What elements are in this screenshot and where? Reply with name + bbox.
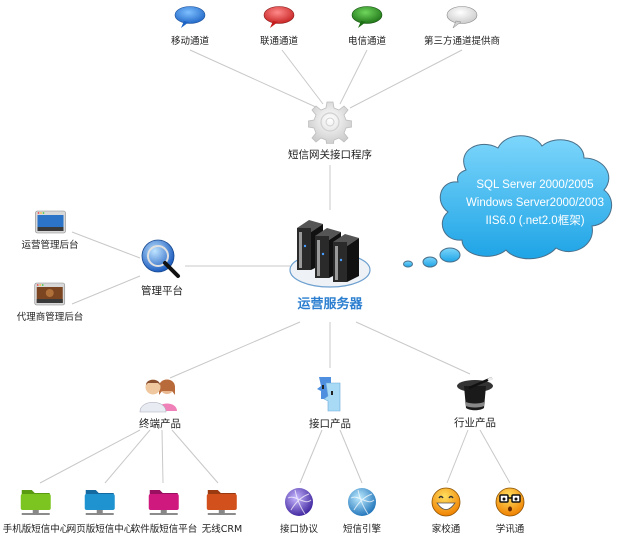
- channel-label: 电信通道: [347, 36, 387, 47]
- connector: [171, 429, 219, 484]
- node-agent-admin[interactable]: 代理商管理后台: [16, 282, 84, 323]
- connector: [446, 429, 469, 484]
- connector: [281, 49, 324, 105]
- cloud-line-iis: IIS6.0 (.net2.0框架): [485, 215, 585, 227]
- green-network-folder-icon: [20, 490, 51, 515]
- blue-window-icon: [34, 210, 66, 234]
- connector: [104, 429, 151, 484]
- connector: [355, 321, 471, 375]
- connector: [39, 429, 141, 484]
- interface-faces-icon: [317, 377, 341, 412]
- gray-speech-bubble-icon: [446, 6, 478, 29]
- node-sms-gateway[interactable]: 短信网关接口程序: [288, 100, 372, 162]
- node-mobile-channel[interactable]: 移动通道: [171, 6, 209, 47]
- connector: [161, 429, 164, 484]
- node-wireless-crm[interactable]: 无线CRM: [202, 486, 242, 535]
- terminal-products-label: 终端产品: [139, 418, 181, 430]
- connector: [479, 429, 511, 484]
- thought-bubble-small: [403, 260, 413, 268]
- connector: [189, 49, 319, 109]
- server-rack-icon: [289, 220, 371, 288]
- cloud-line-sql: SQL Server 2000/2005: [476, 179, 594, 191]
- node-terminal-products[interactable]: 终端产品: [136, 375, 184, 431]
- product-label: 家校通: [431, 524, 461, 535]
- node-interface-protocol[interactable]: 接口协议: [280, 486, 318, 535]
- interface-products-label: 接口产品: [309, 418, 351, 430]
- brown-window-icon: [34, 282, 66, 306]
- magic-hat-icon: [457, 376, 493, 411]
- node-mobile-sms-center[interactable]: 手机版短信中心: [2, 486, 70, 535]
- gateway-label: 短信网关接口程序: [288, 149, 372, 161]
- blue-network-globe-icon: [347, 488, 376, 516]
- node-home-school[interactable]: 家校通: [430, 486, 462, 535]
- orange-network-folder-icon: [207, 490, 237, 515]
- environment-cloud-text: SQL Server 2000/2005 Windows Server2000/…: [450, 176, 620, 230]
- node-industry-products[interactable]: 行业产品: [454, 376, 496, 430]
- magnifier-globe-icon: [141, 239, 180, 278]
- agent-admin-label: 代理商管理后台: [16, 312, 84, 323]
- blue-network-folder-icon: [84, 490, 115, 515]
- connector: [339, 49, 368, 105]
- node-xuexuntong[interactable]: 学讯通: [494, 486, 526, 535]
- node-sms-engine[interactable]: 短信引擎: [343, 486, 381, 535]
- connector: [299, 429, 323, 484]
- channel-label: 联通通道: [259, 36, 299, 47]
- channel-label: 移动通道: [170, 36, 210, 47]
- green-speech-bubble-icon: [351, 6, 383, 28]
- purple-network-globe-icon: [284, 488, 313, 516]
- node-operation-server[interactable]: 运营服务器: [287, 210, 373, 312]
- node-software-sms-platform[interactable]: 软件版短信平台: [130, 486, 198, 535]
- product-label: 短信引擎: [342, 524, 382, 535]
- grinning-smiley-icon: [431, 487, 461, 517]
- connector: [169, 321, 301, 379]
- magenta-network-folder-icon: [148, 490, 179, 515]
- product-label: 学讯通: [495, 524, 525, 535]
- blue-speech-bubble-icon: [174, 6, 206, 28]
- connector: [339, 429, 363, 484]
- node-web-sms-center[interactable]: 网页版短信中心: [66, 486, 134, 535]
- node-telecom-channel[interactable]: 电信通道: [348, 6, 386, 47]
- node-third-party-channel[interactable]: 第三方通道提供商: [424, 6, 500, 47]
- connector: [71, 231, 141, 259]
- node-interface-products[interactable]: 接口产品: [309, 373, 351, 431]
- industry-products-label: 行业产品: [454, 417, 496, 429]
- node-management-platform[interactable]: 管理平台: [140, 238, 184, 298]
- product-label: 接口协议: [279, 524, 319, 535]
- red-speech-bubble-icon: [263, 6, 295, 28]
- node-ops-admin[interactable]: 运营管理后台: [21, 210, 79, 251]
- product-label: 手机版短信中心: [2, 524, 70, 535]
- gear-icon: [308, 101, 352, 144]
- management-label: 管理平台: [141, 285, 183, 297]
- users-icon: [139, 379, 177, 413]
- channel-label: 第三方通道提供商: [423, 36, 501, 47]
- thought-bubble-medium: [422, 256, 438, 268]
- ops-admin-label: 运营管理后台: [21, 240, 79, 251]
- thought-bubble-large: [439, 247, 461, 263]
- cloud-line-windows: Windows Server2000/2003: [465, 197, 605, 209]
- product-label: 无线CRM: [201, 524, 243, 535]
- connector: [349, 49, 463, 109]
- product-label: 网页版短信中心: [66, 524, 134, 535]
- nerd-smiley-icon: [495, 487, 525, 517]
- product-label: 软件版短信平台: [130, 524, 198, 535]
- node-unicom-channel[interactable]: 联通通道: [260, 6, 298, 47]
- connector: [71, 275, 141, 305]
- server-label: 运营服务器: [297, 297, 363, 312]
